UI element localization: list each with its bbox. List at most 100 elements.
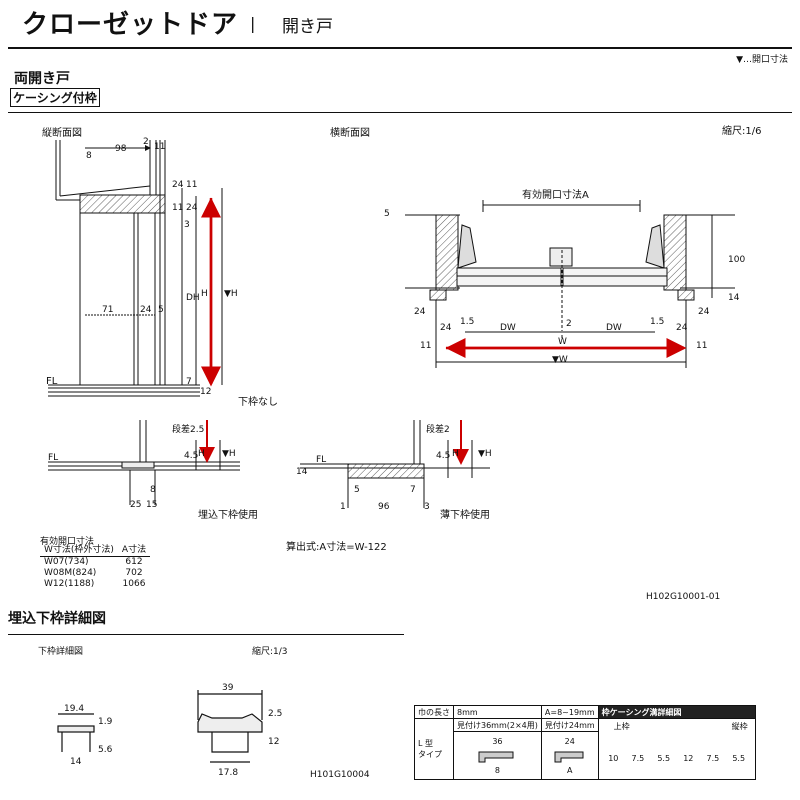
scale-label: 縮尺:1/6 <box>722 126 762 137</box>
sill1-vh: ▼H <box>222 449 236 459</box>
table-row: W08M(824) 702 <box>40 568 150 579</box>
section-type-label: 両開き戸 <box>14 71 70 87</box>
dim-v-h: H <box>201 289 208 299</box>
casing-upper: 上枠 <box>613 722 630 731</box>
dim-h-w: W <box>558 337 567 347</box>
drawing-code-1: H102G10001-01 <box>646 592 721 602</box>
casing-l-type2: タイプ <box>418 750 442 759</box>
sill2-14: 14 <box>296 467 308 477</box>
dim-h-2: 2 <box>566 319 572 329</box>
dim-h-vw: ▼W <box>552 355 568 365</box>
vertical-dimension-labels: 98 2 11 8 24 11 24 11 3 71 24 5 DH H ▼H … <box>86 137 238 397</box>
dim-h-24r2: 24 <box>676 323 688 333</box>
dim-v-11: 11 <box>154 142 165 152</box>
embedded-sill-drawing <box>48 420 240 505</box>
horizontal-section-label: 横断面図 <box>330 128 370 139</box>
casing-vertical: 縦枠 <box>731 722 748 731</box>
sill2-fl: FL <box>316 455 326 465</box>
detail-14: 14 <box>70 757 82 767</box>
dim-h-11r: 11 <box>696 341 707 351</box>
dim-h-dwl: DW <box>500 323 516 333</box>
sill2-7: 7 <box>410 485 416 495</box>
casing-table: 巾の長さ 8mm A=8~19mm 枠ケーシング溝詳細図 L 型 タイプ 見付け… <box>414 705 756 780</box>
sill2-45: 4.5 <box>436 451 450 461</box>
dim-h-opening: 有効開口寸法A <box>522 188 589 201</box>
sill2-dimension-labels: FL 段差2 4.5 H ▼H 14 5 7 1 96 3 <box>296 423 492 512</box>
dim-h-14: 14 <box>728 293 740 303</box>
embedded-sill-label: 埋込下枠使用 <box>198 510 258 521</box>
horizontal-dimension-labels: 有効開口寸法A 5 100 14 24 24 24 24 1.5 1.5 DW … <box>384 188 745 365</box>
dim-v-3: 3 <box>184 220 190 230</box>
legend-note: ▼…開口寸法 <box>736 55 788 65</box>
l-profile-24-icon <box>554 751 584 763</box>
formula: 算出式:A寸法=W-122 <box>286 542 387 553</box>
sill1-h: H <box>198 449 205 459</box>
spec-table-title: 有効開口寸法 <box>40 537 95 547</box>
dim-h-5: 5 <box>384 209 390 219</box>
sill2-vh: ▼H <box>478 449 492 459</box>
dim-h-15l: 1.5 <box>460 317 474 327</box>
detail-12: 12 <box>268 737 279 747</box>
detail-39: 39 <box>222 683 234 693</box>
thin-sill-drawing <box>300 420 490 508</box>
sill2-5: 5 <box>354 485 360 495</box>
dim-v-24a: 24 <box>172 180 184 190</box>
casing-36: 36 <box>492 736 503 746</box>
sill1-15: 15 <box>146 500 157 510</box>
detail-194: 19.4 <box>64 704 84 714</box>
casing-r-36: 見付け36mm(2×4用) <box>453 717 542 733</box>
casing-r-24: 見付け24mm <box>540 717 599 733</box>
sill-detail-drawing <box>57 690 263 763</box>
dim-v-dh: DH <box>186 293 200 303</box>
detail-title: 埋込下枠詳細図 <box>8 611 106 627</box>
dim-v-98: 98 <box>115 144 127 154</box>
title-separator: | <box>250 14 256 33</box>
detail-56: 5.6 <box>98 745 113 755</box>
spec-a: 702 <box>125 568 143 578</box>
sill1-dimension-labels: FL 段差2.5 4.5 H ▼H 8 25 15 <box>48 423 236 510</box>
sill1-fl: FL <box>48 453 58 463</box>
spec-col-w: W寸法(枠外寸法) <box>40 545 118 557</box>
casing-55b: 5.5 <box>732 754 746 763</box>
detail-178: 17.8 <box>218 768 238 778</box>
spec-w: W07(734) <box>44 557 89 567</box>
spec-w: W08M(824) <box>44 568 97 578</box>
sill1-8: 8 <box>150 485 156 495</box>
sill1-step: 段差2.5 <box>172 423 204 435</box>
spec-w: W12(1188) <box>44 579 95 589</box>
page-title: クローゼットドア <box>22 10 239 40</box>
detail-25: 2.5 <box>268 709 282 719</box>
casing-h-detail: 枠ケーシング溝詳細図 <box>597 705 756 719</box>
casing-10: 10 <box>608 754 619 763</box>
table-row: W07(734) 612 <box>40 557 150 569</box>
vertical-section-drawing <box>48 140 223 397</box>
page-subtitle: 開き戸 <box>282 17 333 37</box>
spec-table: W寸法(枠外寸法) A寸法 W07(734) 612 W08M(824) 702… <box>40 545 151 590</box>
dim-h-15r: 1.5 <box>650 317 664 327</box>
casing-h-a: A=8~19mm <box>540 705 599 719</box>
spec-a: 612 <box>125 557 143 567</box>
dim-v-24c: 24 <box>140 305 152 315</box>
casing-75a: 7.5 <box>631 754 645 763</box>
dim-v-11b: 11 <box>186 180 197 190</box>
dim-v-8: 8 <box>86 151 92 161</box>
casing-h-len: 巾の長さ <box>414 705 454 719</box>
detail-subtitle: 下枠詳細図 <box>38 647 84 657</box>
dim-v-71: 71 <box>102 305 113 315</box>
sill1-45: 4.5 <box>184 451 198 461</box>
dim-h-dwr: DW <box>606 323 622 333</box>
sill2-96: 96 <box>378 502 390 512</box>
fl-label: FL <box>46 376 58 387</box>
detail-dimension-labels: 19.4 1.9 5.6 14 39 2.5 12 17.8 <box>64 683 282 778</box>
dim-v-11c: 11 <box>172 203 183 213</box>
dim-v-7: 7 <box>186 377 192 387</box>
dim-h-24l: 24 <box>414 307 426 317</box>
dim-h-24l2: 24 <box>440 323 452 333</box>
spec-a: 1066 <box>122 579 146 589</box>
casing-a: A <box>567 765 573 775</box>
sill1-25: 25 <box>130 500 141 510</box>
sill2-h: H <box>452 449 459 459</box>
dim-v-vh: ▼H <box>224 289 238 299</box>
dim-h-100: 100 <box>728 255 745 265</box>
